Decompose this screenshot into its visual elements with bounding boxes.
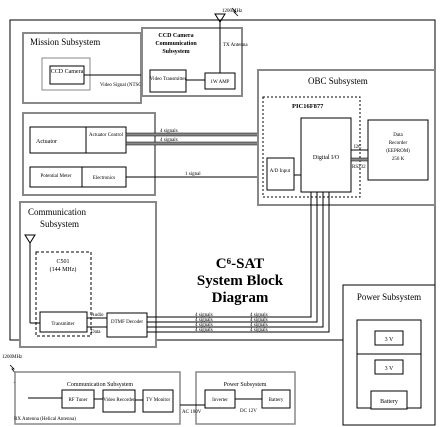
mission-box (22, 32, 142, 104)
dtmf-box (106, 312, 148, 338)
obc-subsystem: OBC Subsystem PIC16F877 Digital I/O A/D … (257, 69, 436, 206)
ground-power-subsystem: Power Subsystem Inverter Battery DC 12V … (180, 371, 296, 425)
tv-monitor-label: TV Monitor (146, 398, 171, 403)
ad-input-box (266, 157, 295, 191)
tx-antenna-label: TX Antenna (223, 43, 248, 48)
video-signal-label: Video Signal (NTSC) (100, 83, 144, 88)
obc-title: OBC Subsystem (308, 76, 368, 86)
video-transmitter-label: Video Transmitter (150, 77, 187, 82)
bus-label-1: 4 signals (195, 313, 213, 318)
bus-1 (147, 192, 312, 318)
mission-subsystem: Mission Subsystem CCD Camera Video Signa… (22, 32, 150, 104)
comm-title-2: Subsystem (40, 219, 79, 229)
dtmf-io-buses: 4 signals 4 signals 4 signals 4 signals … (147, 192, 330, 333)
data-recorder-label-4: 256 K (392, 157, 405, 162)
bus-label-2: 4 signals (195, 318, 213, 323)
i2c-label: I2C (354, 145, 362, 150)
pot-signal-label: 1 signal (185, 172, 201, 177)
c501-label-1: C501 (56, 259, 69, 265)
ccd-comm-title-1: CCD Camera (158, 33, 193, 39)
title-line-2: System Block (197, 273, 284, 289)
actuator-bus-label-1: 4 signals (160, 129, 178, 134)
v1-box (374, 330, 404, 346)
actuator-control-box (85, 126, 127, 154)
ccd-inner-frame (41, 57, 91, 91)
dc-label: DC 12V (240, 409, 257, 414)
actuator-box (29, 126, 87, 154)
ac-label: AC 100V (182, 410, 202, 415)
comm-antenna-icon (24, 234, 36, 244)
dtmf-label: DTMF Decoder (111, 320, 143, 325)
mission-title: Mission Subsystem (30, 37, 100, 47)
actuator-bus-label-2: 4 signals (160, 138, 178, 143)
v2-label: 3 V (385, 366, 394, 372)
video-recorder-label: Video Recorder (103, 398, 135, 403)
freq-left-label: 1200MHz (2, 355, 23, 360)
rf-tuner-label: RF Tuner (68, 398, 87, 403)
battery-label: Battery (380, 399, 398, 405)
ccd-comm-title-2: Communication (155, 41, 197, 47)
data-recorder-label-2: Recorder (389, 141, 408, 146)
ad-input-label: A/D Input (270, 169, 291, 174)
power-title: Power Subsystem (357, 292, 421, 302)
rs232-label: RS232 (352, 165, 366, 170)
bus-label-4: 4 signals (195, 328, 213, 333)
data-recorder-label-3: (EEPROM) (386, 149, 410, 154)
ground-power-title: Power Subsystem (224, 382, 267, 388)
bus-label-8: 4 signals (250, 328, 268, 333)
bus-4 (147, 192, 330, 333)
bus-3 (147, 192, 324, 328)
ccd-comm-subsystem: CCD Camera Communication Subsystem Video… (141, 7, 248, 97)
signal-bolt-left (9, 364, 17, 375)
comm-title-1: Communication (28, 207, 86, 217)
sig-b-label: Data (91, 330, 101, 335)
c501-frame (35, 251, 92, 337)
rs232-bus (350, 157, 369, 162)
inverter-label: Inverter (212, 398, 228, 403)
battery-box (370, 390, 408, 410)
power-subsystem: Power Subsystem 3 V 3 V Battery (342, 284, 436, 426)
actuator-panel: Actuator Actuator Control Potential Mete… (22, 112, 156, 196)
ground-battery-label: Battery (269, 398, 284, 403)
transmitter-box (39, 311, 88, 333)
bus-label-5: 4 signals (250, 313, 268, 318)
data-recorder-box (367, 119, 429, 181)
v1-label: 3 V (385, 337, 394, 343)
video-recorder-box (102, 389, 136, 413)
actuator-label: Actuator (36, 139, 57, 145)
transmitter-label: Transmitter (51, 322, 74, 327)
ccd-camera-label: CCD Camera (51, 69, 84, 75)
rx-antenna-label: RX Antenna (Helical Antenna) (14, 417, 76, 422)
amp-label: 1W AMP (211, 80, 230, 85)
bus-2 (147, 192, 318, 323)
pic-label: PIC16F877 (292, 103, 324, 110)
comm-subsystem: Communication Subsystem C501 (144 MHz) T… (19, 201, 157, 348)
signal-bolt-top (231, 7, 239, 17)
pot-meter-label: Potential Meter (41, 174, 72, 179)
bus-label-6: 4 signals (250, 318, 268, 323)
c501-label-2: (144 MHz) (50, 266, 77, 273)
ccd-comm-title-3: Subsystem (162, 49, 189, 55)
data-recorder-label-1: Data (393, 133, 403, 138)
bus-label-3: 4 signals (195, 323, 213, 328)
electronics-label: Electronics (93, 176, 116, 181)
ground-comm-title: Communication Subsystem (67, 382, 134, 388)
v2-box (374, 359, 404, 375)
digital-io-box (300, 117, 352, 193)
freq-top-label: 1200MHz (222, 9, 243, 14)
title-line-1: C⁶-SAT (216, 256, 264, 272)
actuator-control-label: Actuator Control (89, 133, 124, 138)
ground-comm-subsystem: Communication Subsystem RX Antenna (Heli… (14, 371, 181, 425)
bus-label-7: 4 signals (250, 323, 268, 328)
diagram-title: C⁶-SAT System Block Diagram (197, 256, 284, 306)
sig-a-label: Audio (91, 313, 104, 318)
tv-monitor-box (142, 389, 174, 413)
tx-antenna-icon (214, 13, 226, 23)
video-transmitter-box (149, 69, 187, 93)
digital-io-label: Digital I/O (313, 155, 340, 161)
title-line-3: Diagram (212, 290, 269, 306)
